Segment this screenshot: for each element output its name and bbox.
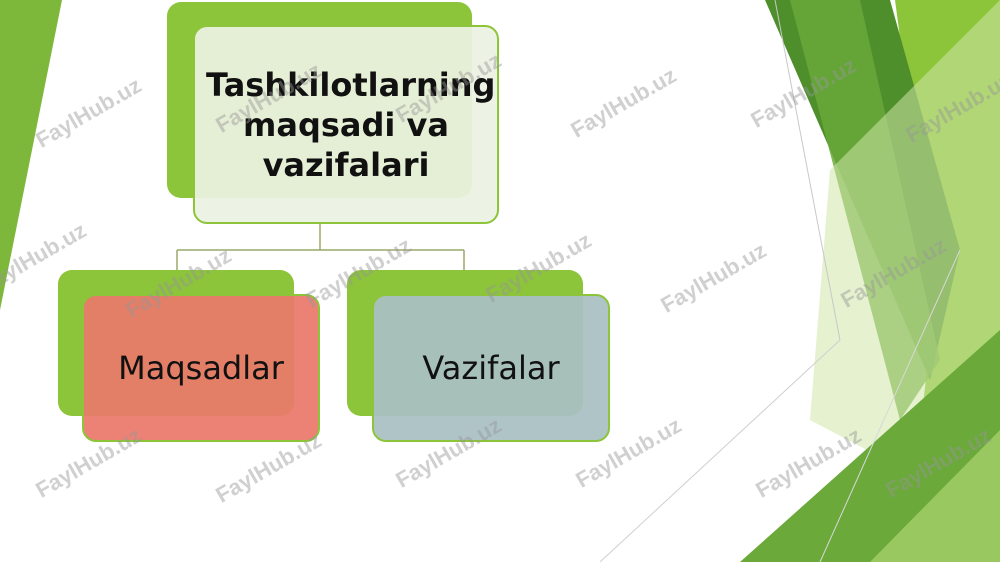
root-node: Tashkilotlarning maqsadi va vazifalari xyxy=(193,25,499,224)
connector-lines xyxy=(176,224,465,270)
vazifalar-node: Vazifalar xyxy=(372,294,610,442)
root-node-label: Tashkilotlarning maqsadi va vazifalari xyxy=(206,65,496,184)
maqsadlar-label: Maqsadlar xyxy=(118,349,284,387)
vazifalar-label: Vazifalar xyxy=(422,349,560,387)
thin-line-1 xyxy=(774,0,841,341)
left-green-strip xyxy=(0,0,62,310)
bottom-right-light-wedge xyxy=(870,430,1000,562)
thin-line-2 xyxy=(599,339,841,562)
thin-line-3 xyxy=(819,249,961,562)
maqsadlar-node: Maqsadlar xyxy=(82,294,320,442)
